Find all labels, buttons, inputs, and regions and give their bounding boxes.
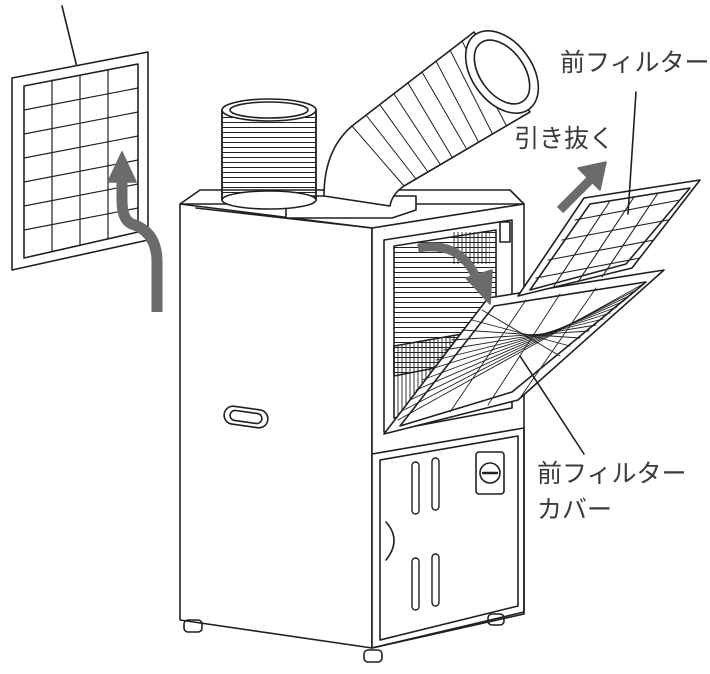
pull-out-label: 引き抜く bbox=[514, 124, 615, 153]
insert-arrow bbox=[107, 151, 163, 312]
leader-line-front-filter bbox=[627, 91, 637, 215]
front-filter-cover bbox=[383, 269, 665, 435]
leader-line-filter-cover bbox=[519, 355, 585, 455]
cooling-duct bbox=[323, 30, 540, 207]
front-filter-label: 前フィルター bbox=[560, 48, 710, 77]
detached-filter bbox=[11, 51, 149, 271]
front-filter bbox=[517, 179, 701, 297]
front-filter-cover-label-line2: カバー bbox=[537, 495, 613, 524]
pull-out-arrow bbox=[556, 161, 607, 214]
exhaust-duct bbox=[221, 98, 317, 210]
front-filter-cover-label-line1: 前フィルター bbox=[537, 459, 687, 488]
open-cover-arrow bbox=[417, 242, 493, 305]
lower-front-panel bbox=[371, 427, 525, 649]
